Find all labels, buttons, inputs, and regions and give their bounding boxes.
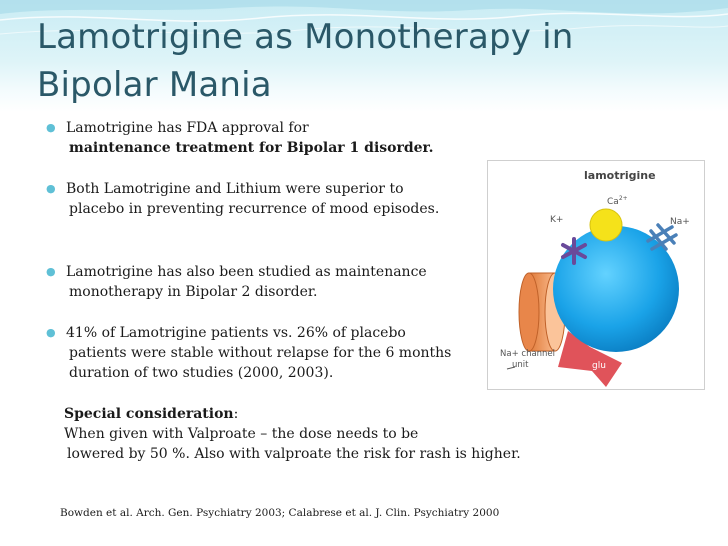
bullet-item: ● Lamotrigine has also been studied as m… bbox=[46, 262, 488, 302]
calcium-text: Ca bbox=[607, 197, 619, 207]
sodium-channel-icon bbox=[646, 223, 678, 251]
channel-unit-label-line-1: Na+ channel bbox=[500, 349, 556, 359]
special-text-continued: lowered by 50 %. Also with valproate the… bbox=[67, 446, 521, 462]
title-line-1: Lamotrigine as Monotherapy in bbox=[37, 17, 574, 57]
calcium-superscript: 2+ bbox=[618, 195, 628, 202]
bullet-dot-icon: ● bbox=[46, 121, 56, 134]
title-line-2: Bipolar Mania bbox=[37, 65, 272, 105]
special-consideration: Special consideration: When given with V… bbox=[64, 404, 584, 464]
bullet-item: ● Both Lamotrigine and Lithium were supe… bbox=[46, 179, 488, 219]
header-wave-decoration bbox=[0, 0, 728, 35]
calcium-label: Ca2+ bbox=[607, 195, 628, 207]
bullet-text: 41% of Lamotrigine patients vs. 26% of p… bbox=[66, 325, 406, 341]
bullet-text: Both Lamotrigine and Lithium were superi… bbox=[66, 181, 404, 197]
bullet-text-continued: patients were stable without relapse for… bbox=[69, 345, 452, 361]
channel-unit-label: Na+ channel unit bbox=[500, 349, 555, 371]
special-heading: Special consideration bbox=[64, 406, 234, 422]
bullet-item: ● 41% of Lamotrigine patients vs. 26% of… bbox=[46, 323, 488, 383]
figure-title: lamotrigine bbox=[584, 169, 656, 182]
lamotrigine-diagram bbox=[506, 208, 679, 387]
channel-unit-label-line-2: unit bbox=[512, 360, 529, 370]
special-heading-colon: : bbox=[233, 406, 239, 422]
potassium-label: K+ bbox=[550, 215, 564, 225]
glu-arrow bbox=[558, 331, 622, 387]
glu-label: glu bbox=[592, 361, 606, 371]
bullet-text: Lamotrigine has FDA approval for bbox=[66, 120, 309, 136]
special-text: When given with Valproate – the dose nee… bbox=[64, 426, 419, 442]
bullet-dot-icon: ● bbox=[46, 182, 56, 195]
bullet-text: Lamotrigine has also been studied as mai… bbox=[66, 264, 427, 280]
unit-pointer bbox=[506, 366, 516, 370]
bullet-text-continued: duration of two studies (2000, 2003). bbox=[69, 365, 334, 381]
special-heading-line: Special consideration: bbox=[64, 404, 584, 424]
bullet-dot-icon: ● bbox=[46, 326, 56, 339]
potassium-channel-icon bbox=[561, 237, 587, 265]
calcium-ion bbox=[589, 208, 623, 242]
bullet-dot-icon: ● bbox=[46, 265, 56, 278]
citation: Bowden et al. Arch. Gen. Psychiatry 2003… bbox=[60, 507, 500, 519]
slide-title: Lamotrigine as Monotherapy in Bipolar Ma… bbox=[37, 13, 697, 109]
bullet-text-continued: monotherapy in Bipolar 2 disorder. bbox=[69, 284, 318, 300]
bullet-text-continued: placebo in preventing recurrence of mood… bbox=[69, 201, 440, 217]
bullet-text-continued: maintenance treatment for Bipolar 1 diso… bbox=[69, 140, 434, 156]
bullet-item: ● Lamotrigine has FDA approval for maint… bbox=[46, 118, 488, 158]
sodium-channel-unit bbox=[518, 272, 566, 352]
lamotrigine-mechanism-figure: lamotrigine Ca2+ K+ Na+ Na+ channel unit… bbox=[487, 160, 705, 390]
sodium-label: Na+ bbox=[670, 217, 690, 227]
